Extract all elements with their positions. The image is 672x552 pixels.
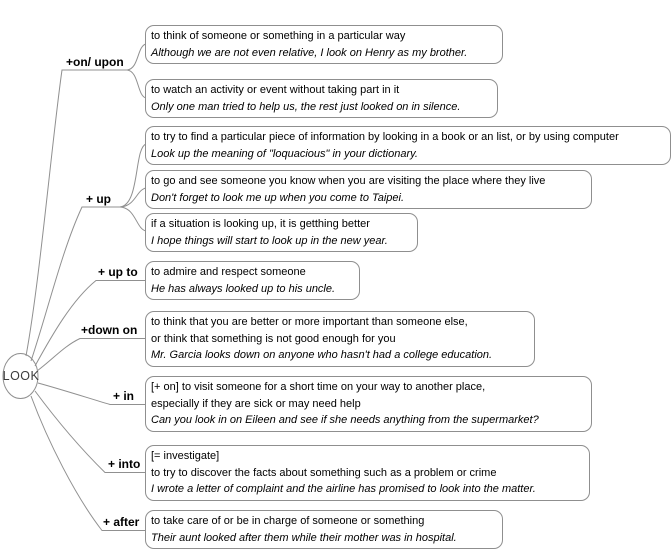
example-text: Only one man tried to help us, the rest … (151, 100, 461, 113)
definition-box-look-on: to think of someone or something in a pa… (145, 25, 503, 64)
definition-text: to admire and respect someone (151, 266, 306, 278)
definition-text: to think that you are better or more imp… (151, 316, 468, 328)
branch-label-up: + up (86, 192, 112, 206)
definition-text: or think that something is not good enou… (151, 332, 396, 345)
definition-text: to watch an activity or event without ta… (151, 84, 400, 96)
definition-text: [+ on] to visit someone for a short time… (151, 381, 486, 393)
example-text: He has always looked up to his uncle. (151, 282, 336, 295)
definition-box-look-up-info: to try to find a particular piece of inf… (145, 126, 671, 165)
definition-text: to take care of or be in charge of someo… (151, 515, 425, 527)
example-text: Their aunt looked after them while their… (151, 531, 457, 544)
example-text: Mr. Garcia looks down on anyone who hasn… (151, 349, 493, 361)
branch-label-into: + into (108, 457, 141, 471)
definition-box-look-up-improve: if a situation is looking up, it is gett… (145, 213, 418, 252)
definition-text: to go and see someone you know when you … (151, 175, 546, 187)
example-text: Don't forget to look me up when you come… (151, 191, 405, 204)
branch-label-on-upon: +on/ upon (66, 55, 124, 69)
example-text: Can you look in on Eileen and see if she… (151, 414, 539, 426)
branch-label-down-on: +down on (81, 323, 138, 337)
definition-text: if a situation is looking up, it is gett… (151, 218, 370, 230)
definition-box-look-in: [+ on] to visit someone for a short time… (145, 376, 592, 432)
definition-text: to try to find a particular piece of inf… (151, 131, 619, 143)
branch-label-after: + after (103, 515, 140, 529)
example-text: I wrote a letter of complaint and the ai… (151, 483, 536, 495)
branch-label-in: + in (113, 389, 135, 403)
root-node-ellipse (2, 353, 39, 399)
example-text: I hope things will start to look up in t… (151, 234, 388, 247)
definition-text: to think of someone or something in a pa… (151, 30, 406, 42)
example-text: Although we are not even relative, I loo… (151, 46, 468, 59)
definition-box-look-up-visit: to go and see someone you know when you … (145, 170, 592, 209)
definition-box-look-after: to take care of or be in charge of someo… (145, 510, 503, 549)
definition-box-look-up-to: to admire and respect someone He has alw… (145, 261, 360, 300)
definition-box-look-into: [= investigate] to try to discover the f… (145, 445, 590, 501)
definition-text: to try to discover the facts about somet… (151, 466, 497, 479)
definition-text: [= investigate] (151, 450, 220, 462)
definition-box-look-down-on: to think that you are better or more imp… (145, 311, 535, 367)
branch-label-up-to: + up to (98, 265, 138, 279)
example-text: Look up the meaning of "loquacious" in y… (151, 147, 418, 160)
root-node-label: LOOK (2, 369, 40, 383)
definition-box-look-on-watch: to watch an activity or event without ta… (145, 79, 498, 118)
definition-text: especially if they are sick or may need … (151, 397, 361, 410)
